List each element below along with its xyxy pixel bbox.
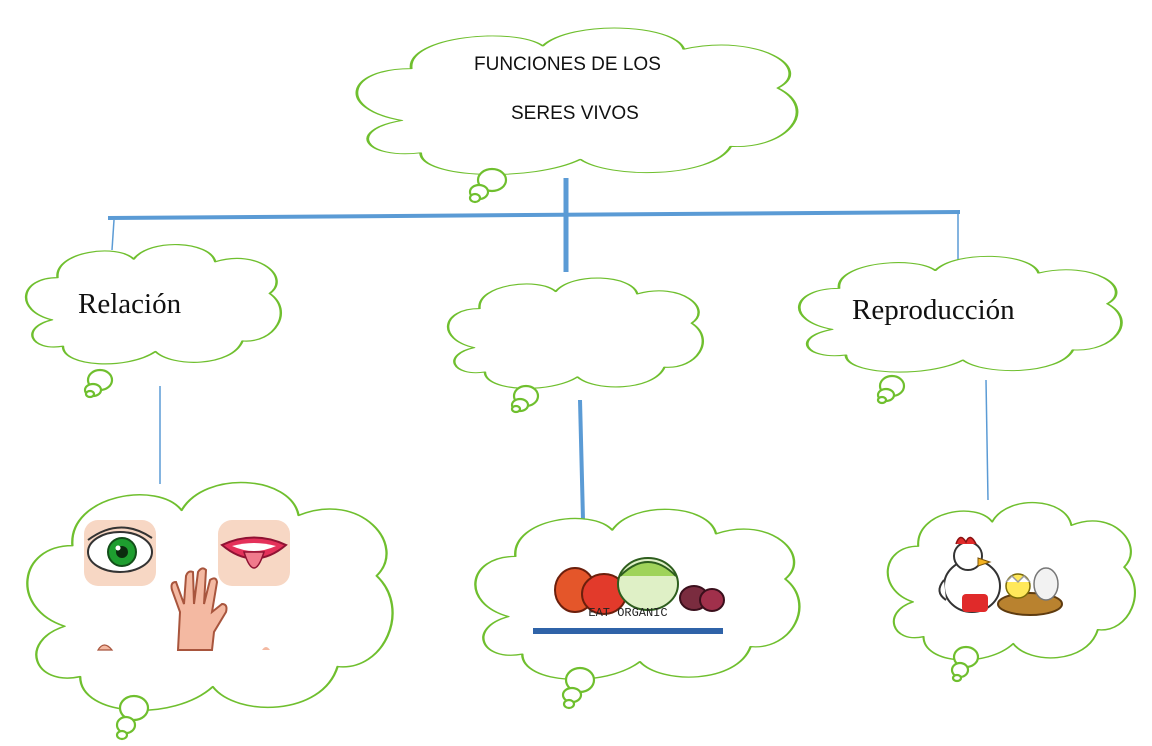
nutricion-image-cloud (475, 509, 799, 708)
vegetables-icon: EAT ORGANIC (533, 542, 725, 634)
reproduccion-cloud (799, 256, 1121, 403)
connectors (107, 178, 989, 521)
connector-horizontal (107, 210, 961, 220)
branch-label-reproduccion: Reproducción (852, 294, 1015, 326)
branch-label-relacion: Relación (78, 288, 182, 320)
connector-reproduccion-image (985, 379, 989, 501)
connector-left-down (111, 219, 115, 251)
eye-icon (84, 520, 156, 586)
eat-organic-caption: EAT ORGANIC (588, 606, 667, 620)
nutricion-cloud (448, 278, 703, 412)
reproduccion-image-cloud (888, 503, 1135, 681)
chick-nest-icon (997, 567, 1063, 616)
relacion-image-cloud (27, 482, 392, 739)
connector-nutricion-image (578, 399, 585, 521)
hen-icon (938, 536, 1001, 613)
root-title-line1: FUNCIONES DE LOS (474, 54, 661, 75)
reproduccion-images (934, 530, 1070, 616)
root-title-line2: SERES VIVOS (511, 103, 639, 124)
mouth-tongue-icon (218, 520, 290, 586)
root-cloud (357, 28, 797, 202)
relacion-images (84, 520, 290, 651)
hand-icon (170, 567, 228, 651)
relacion-cloud (26, 245, 281, 397)
